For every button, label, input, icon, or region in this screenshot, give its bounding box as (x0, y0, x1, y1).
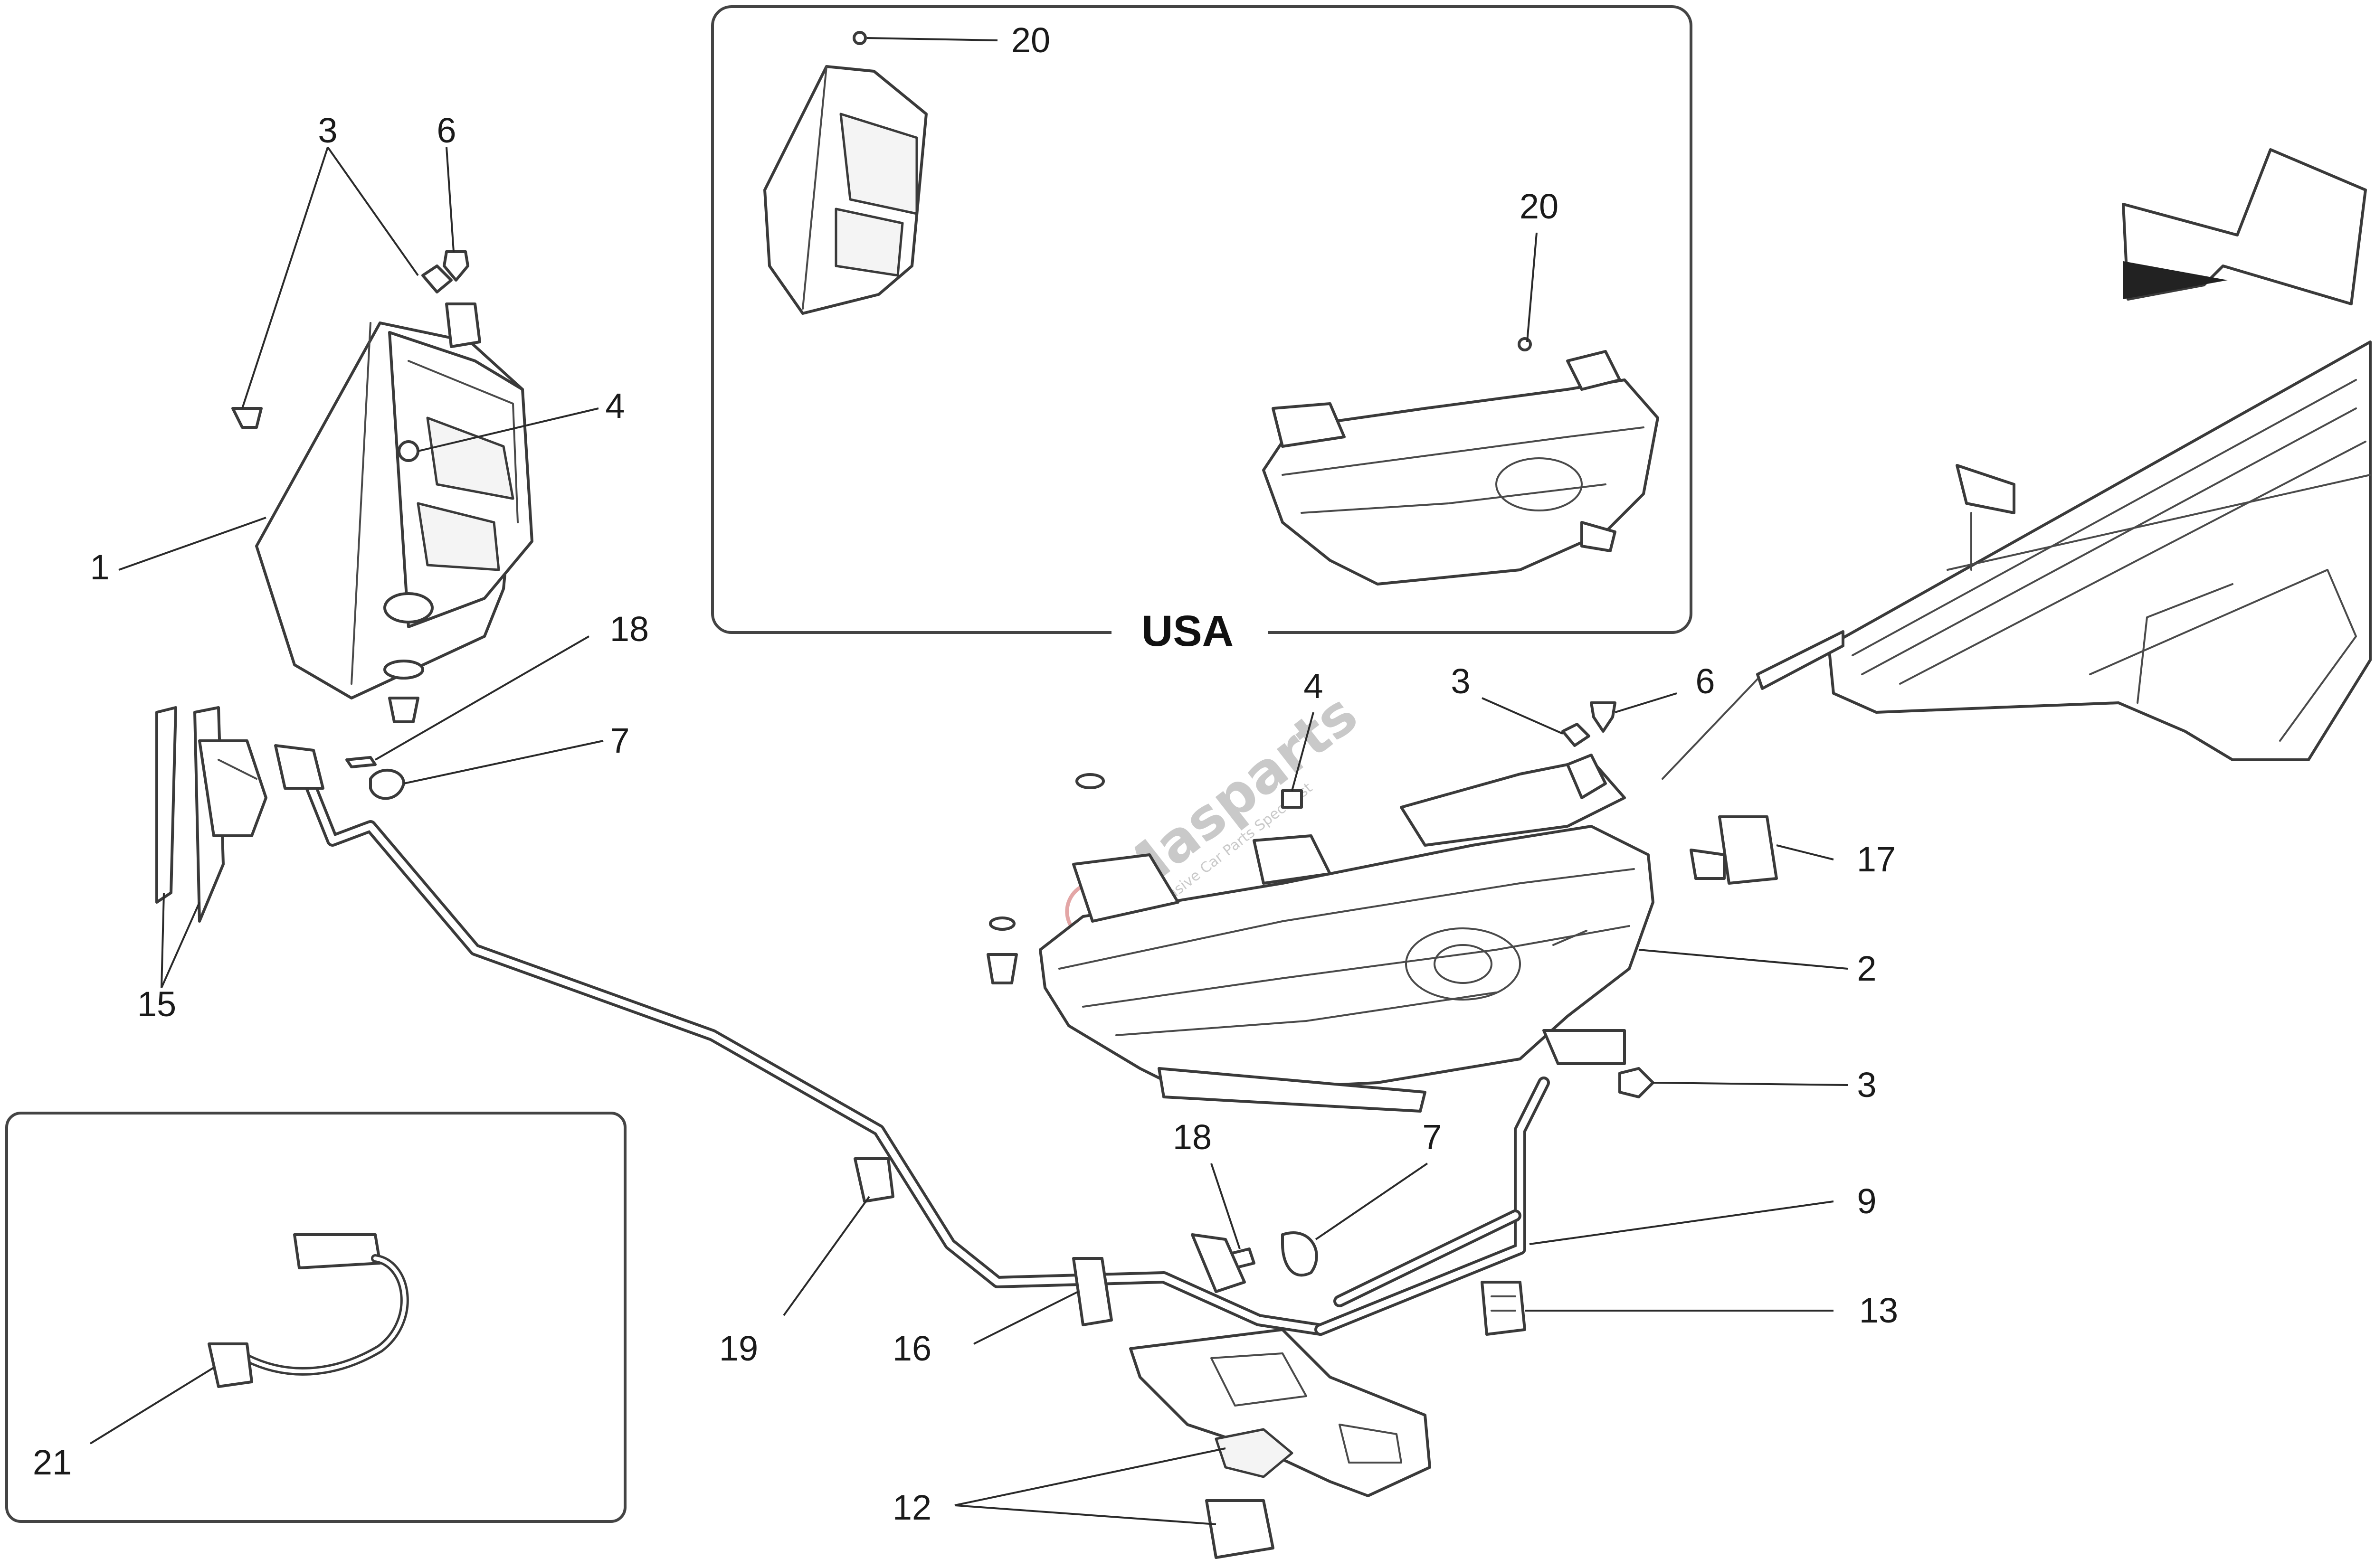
screw-3-left (421, 264, 453, 293)
callout-6-top: 6 (1695, 661, 1715, 701)
callout-4-left: 4 (605, 386, 625, 425)
callout-17: 17 (1857, 840, 1896, 879)
connector-13 (1481, 1281, 1526, 1336)
wiring-harness (298, 763, 1550, 1336)
callout-18-lower: 18 (1173, 1117, 1212, 1157)
washer-top (1075, 773, 1105, 789)
callout-19: 19 (719, 1329, 758, 1368)
screw-3-top (1561, 723, 1590, 747)
callout-3-top: 3 (1451, 661, 1470, 701)
callout-13: 13 (1859, 1291, 1898, 1330)
cable-tie-7-lower (1281, 1231, 1318, 1277)
left-headlight-unit (255, 302, 533, 699)
usa-headlight-upper (763, 31, 928, 315)
callout-3-left: 3 (318, 111, 337, 150)
pigtail-21 (208, 1233, 409, 1388)
callout-1: 1 (90, 548, 109, 587)
connector-18-left (345, 756, 377, 768)
usa-headlight-main (1262, 337, 1659, 586)
clip-6-top (1590, 701, 1616, 733)
bolt-4-left (398, 440, 419, 462)
callout-4-main: 4 (1303, 666, 1323, 706)
callout-20-inset: 20 (1520, 187, 1558, 226)
callout-6-left: 6 (437, 111, 456, 150)
cable-tie-7-left (369, 769, 405, 800)
callout-12: 12 (893, 1488, 931, 1527)
usa-region-label: USA (1141, 607, 1234, 655)
mounting-bracket-15 (155, 706, 324, 923)
callout-2: 2 (1857, 949, 1876, 988)
callout-15: 15 (137, 984, 176, 1024)
washer-left-main (987, 916, 1018, 984)
callout-20-top: 20 (1011, 20, 1050, 60)
callout-3-right: 3 (1857, 1065, 1876, 1105)
clip-16 (1072, 1257, 1113, 1326)
bolt-4-main (1281, 789, 1303, 809)
grommet-left (383, 660, 424, 723)
callout-21: 21 (33, 1443, 72, 1482)
cover-bracket-12 (1129, 1328, 1431, 1559)
front-fender (1662, 340, 2372, 780)
callout-labels: 3 6 4 1 18 7 15 20 20 4 3 6 17 2 3 18 7 … (33, 20, 1898, 1527)
callout-7-left: 7 (610, 721, 629, 760)
connector-18-lower (1191, 1233, 1255, 1293)
callout-18-left: 18 (610, 609, 649, 649)
connector-detail-frame (5, 1112, 627, 1523)
clip-6-left (443, 250, 469, 282)
screw-3-right (1618, 1067, 1654, 1098)
callout-16: 16 (893, 1329, 931, 1368)
clip-19 (854, 1157, 894, 1203)
callout-9: 9 (1857, 1181, 1876, 1221)
bulb-17 (1690, 815, 1778, 885)
view-direction-arrow (2122, 148, 2367, 305)
callout-7-lower: 7 (1422, 1117, 1442, 1157)
headlight-assembly (1039, 754, 1654, 1113)
leader-lines (89, 37, 1848, 1525)
pin-3-left (231, 407, 263, 429)
